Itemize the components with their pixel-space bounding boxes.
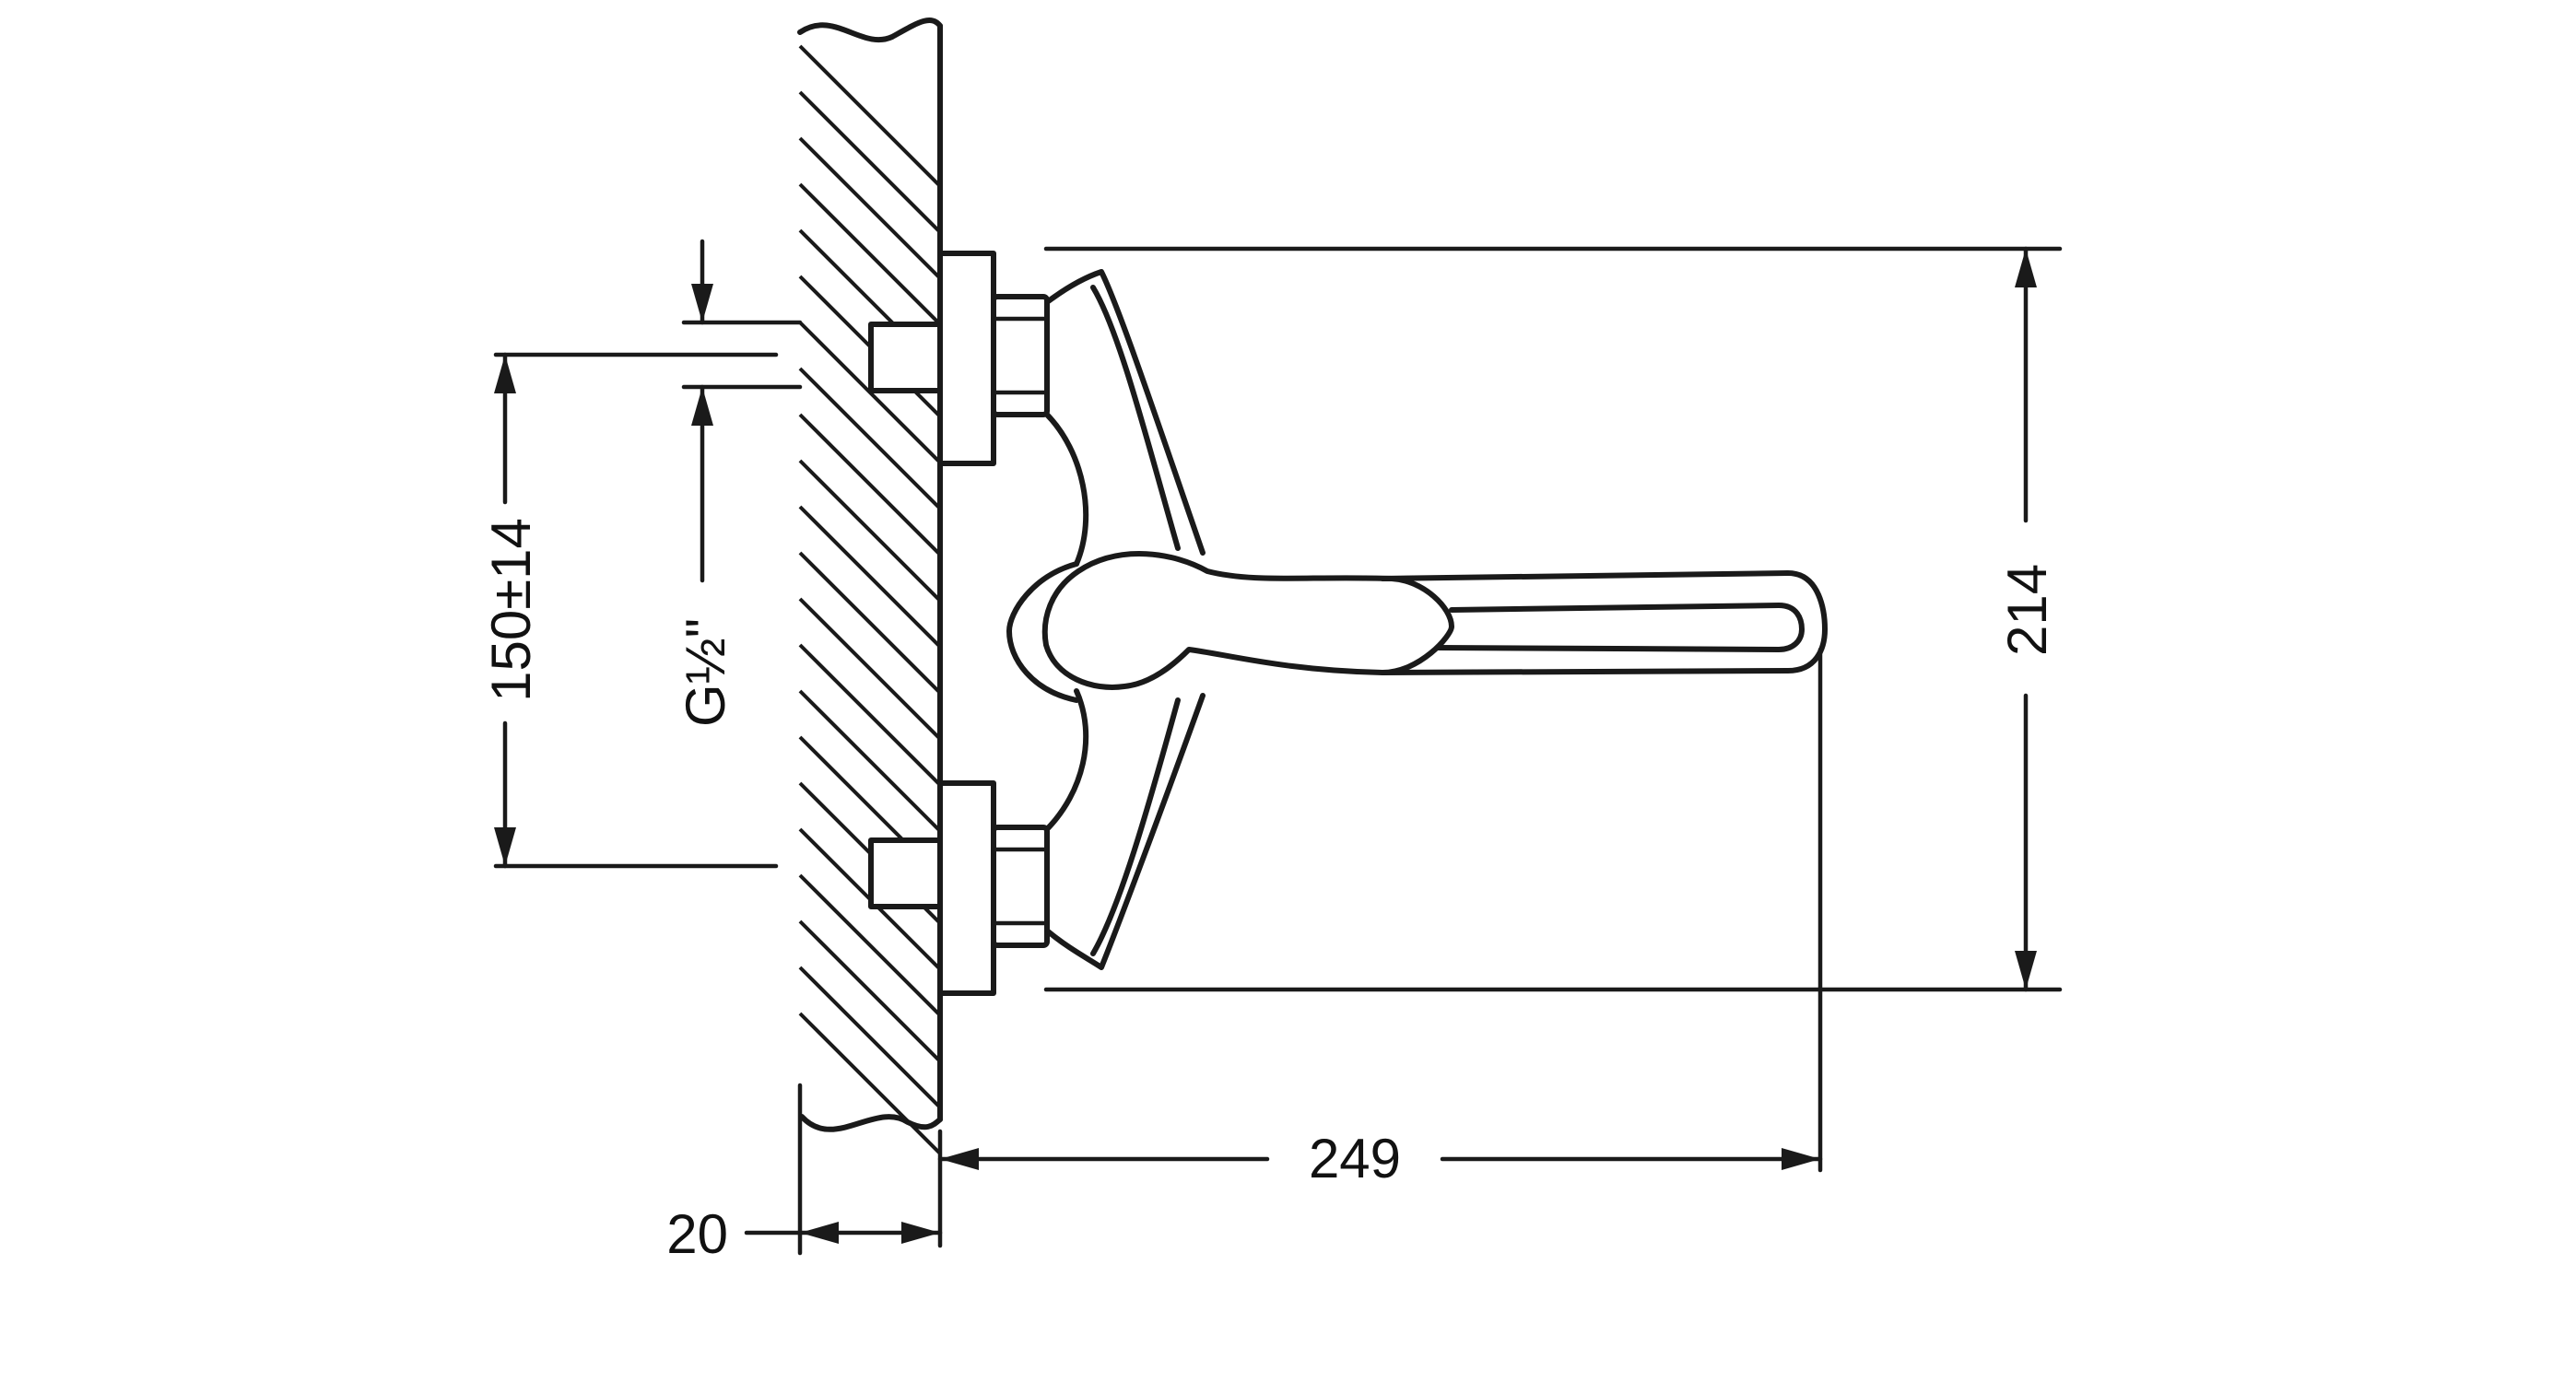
dimension-label-214: 214	[1996, 564, 2058, 656]
upper-connection	[868, 251, 1050, 466]
arrow-right	[800, 1222, 839, 1244]
lower-rosette	[937, 780, 996, 996]
upper-pipe-stub	[868, 322, 943, 393]
lower-pipe-stub	[868, 837, 943, 909]
mixer-body	[1006, 269, 1206, 970]
arrow-left	[901, 1222, 940, 1244]
body-lower-back	[1044, 688, 1089, 832]
handle-lever-outline	[1380, 570, 1828, 675]
hatch-line	[798, 551, 942, 695]
handle-hub	[1041, 551, 1454, 690]
hatch-line	[798, 182, 942, 326]
hatch-line	[798, 44, 942, 188]
arrow-down	[691, 284, 713, 322]
hatch-line	[798, 643, 942, 787]
dimension-label-249: 249	[1309, 1128, 1401, 1189]
arrow-left	[940, 1148, 979, 1170]
dimension-label-thread: G½"	[675, 618, 736, 727]
dimension-label-150: 150±14	[480, 518, 542, 702]
hatch-line	[798, 367, 942, 510]
upper-rosette	[937, 251, 996, 466]
body-lower-outline	[1044, 693, 1206, 970]
body-lower-inner	[1090, 697, 1181, 956]
wall-break-top	[797, 18, 943, 43]
dimension-249: 249	[937, 1128, 1823, 1189]
upper-nut	[991, 294, 1050, 417]
hatch-line	[798, 689, 942, 833]
hatch-line	[798, 1012, 942, 1155]
body-upper-inner	[1090, 285, 1181, 551]
hatch-line	[798, 459, 942, 603]
arrow-up	[2015, 249, 2037, 287]
body-upper-back	[1044, 412, 1089, 567]
handle-lever-inner	[1435, 603, 1805, 652]
lever-handle	[1041, 551, 1828, 690]
hatch-line	[798, 873, 942, 1017]
dimension-label-20: 20	[666, 1203, 728, 1265]
dimension-150: 150±14	[480, 352, 542, 869]
arrow-up	[691, 387, 713, 426]
arrow-right	[1782, 1148, 1820, 1170]
dimension-214: 214	[1996, 246, 2058, 992]
dimension-20: 20	[666, 1203, 943, 1265]
hatch-line	[798, 90, 942, 234]
wall	[797, 18, 943, 1256]
arrow-down	[494, 827, 516, 866]
wall-break-bottom	[799, 1114, 943, 1132]
hatch-line	[798, 413, 942, 556]
hatch-line	[798, 597, 942, 741]
hatch-line	[798, 136, 942, 280]
dimension-thread: G½"	[675, 239, 736, 727]
body-waist	[1006, 561, 1079, 703]
hatch-line	[798, 919, 942, 1063]
lower-nut	[991, 825, 1050, 948]
hatch-line	[798, 505, 942, 649]
hatch-line	[798, 966, 942, 1109]
wall-hatching	[798, 44, 942, 1155]
lower-connection	[868, 780, 1050, 996]
arrow-down	[2015, 951, 2037, 990]
body-upper-outline	[1044, 269, 1206, 556]
arrow-up	[494, 355, 516, 393]
extension-lines	[493, 246, 2063, 1248]
